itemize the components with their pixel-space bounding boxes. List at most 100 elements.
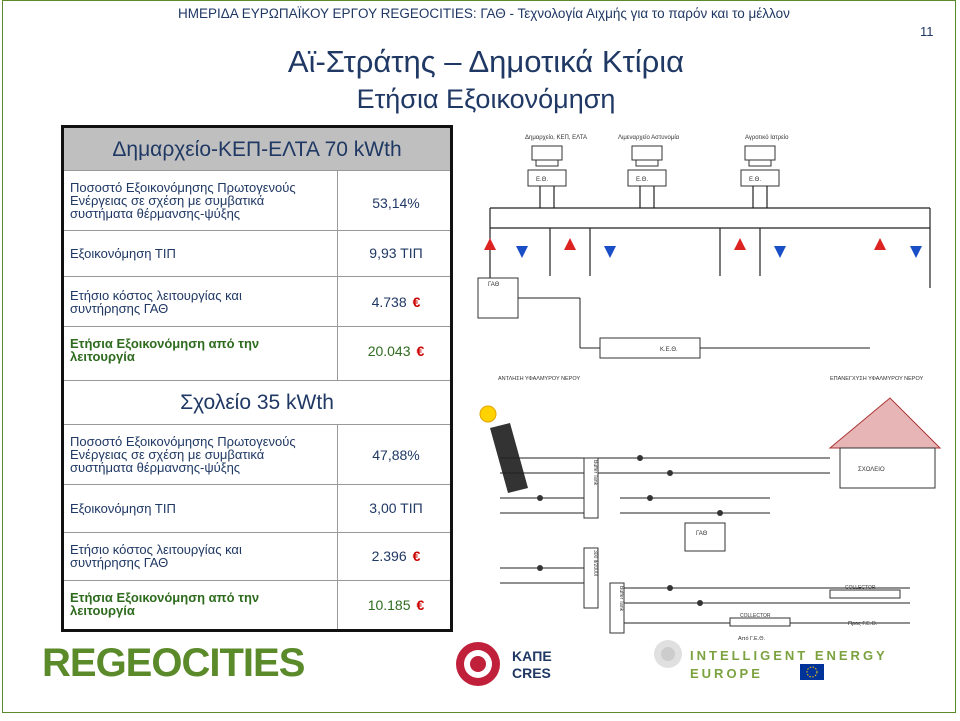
- pump-symbols: [537, 455, 723, 606]
- arrow-up: [564, 238, 576, 250]
- table-row: Ετήσιο κόστος λειτουργίας και συντήρησης…: [64, 276, 450, 327]
- arrow-down: [774, 246, 786, 258]
- iee-emblem: [661, 647, 675, 661]
- fan-coil-units: [531, 145, 776, 167]
- fan-coil: [744, 145, 776, 161]
- buffer-tank-label: Buffer Tank: [592, 460, 598, 486]
- solar-panel: [479, 405, 528, 493]
- fan-coil: [535, 159, 559, 167]
- building-label: Λιμεναρχείο Αστυνομία: [618, 135, 680, 141]
- pipes-upper: [489, 186, 931, 288]
- school-label: ΣΧΟΛΕΙΟ: [858, 467, 885, 473]
- row-label: Ποσοστό Εξοικονόμησης Πρωτογενούς Ενέργε…: [70, 180, 296, 221]
- row-label: Εξοικονόμηση ΤΙΠ: [70, 246, 176, 261]
- geothermal-system-diagram: Δημαρχείο, ΚΕΠ, ΕΛΤΑ Λιμεναρχείο Αστυνομ…: [477, 134, 942, 642]
- section1-heading: Δημαρχείο-ΚΕΠ-ΕΛΤΑ 70 kWth: [64, 128, 450, 170]
- savings-table: Δημαρχείο-ΚΕΠ-ΕΛΤΑ 70 kWth Ποσοστό Εξοικ…: [61, 125, 453, 632]
- collector-from-label: Από Γ.Ε.Θ.: [738, 635, 765, 642]
- arrow-down: [910, 246, 922, 258]
- arrow-down: [604, 246, 616, 258]
- value-text: 20.043: [367, 343, 411, 359]
- row-label: Ετήσιο κόστος λειτουργίας και συντήρησης…: [70, 288, 242, 316]
- school-wall: [839, 447, 936, 489]
- row-value: 20.043 €: [346, 343, 446, 359]
- pipes-lower: [500, 457, 910, 624]
- iee-logo: INTELLIGENT ENERGY EUROPE: [654, 640, 888, 681]
- eo-label: Ε.Θ.: [749, 177, 761, 183]
- collector-label: COLLECTOR: [740, 613, 771, 619]
- value-text: 10.185: [367, 597, 411, 613]
- eo-units: Ε.Θ. Ε.Θ. Ε.Θ.: [527, 169, 780, 187]
- table-row: Ετήσια Εξοικονόμηση από την λειτουργία 2…: [64, 326, 450, 381]
- gath-label: ΓΑΘ: [696, 531, 708, 537]
- kape-emblem: [470, 656, 486, 672]
- small-tank-label: 300 lt/2000l: [592, 550, 598, 576]
- kape-text: ΚΑΠΕ: [512, 648, 552, 664]
- tanks: Buffer Tank 300 lt/2000l Buffer Tank: [583, 457, 625, 634]
- euro-sign: €: [412, 548, 421, 564]
- row-label: Ετήσιο κόστος λειτουργίας και συντήρησης…: [70, 542, 242, 570]
- building-label: Αγροτικό Ιατρείο: [745, 134, 789, 141]
- logo-bar: REGEOCITIES ΚΑΠΕ CRES INTELLIGENT ENERGY…: [0, 636, 960, 716]
- column-divider: [337, 170, 338, 380]
- school-roof: [828, 397, 942, 449]
- section2-heading: Σχολείο 35 kWth: [64, 380, 450, 425]
- regeocities-text: REGEOCITIES: [42, 641, 305, 685]
- keth-box: [599, 337, 701, 359]
- value-text: 4.738: [371, 294, 407, 310]
- gath-label: ΓΑΘ: [488, 282, 500, 288]
- eo-box: [527, 169, 567, 187]
- slide-title-2: Ετήσια Εξοικονόμηση: [356, 84, 616, 114]
- gath-box-lower: [684, 522, 726, 552]
- row-value: 9,93 ΤΙΠ: [369, 245, 423, 261]
- slide-title: Αϊ-Στράτης – Δημοτικά Κτίρια: [287, 44, 685, 79]
- pump-in-label: ΕΠΑΝΕΓΧΥΣΗ ΥΦΑΛΜΥΡΟΥ ΝΕΡΟΥ: [830, 376, 924, 382]
- collector-box: [829, 589, 901, 599]
- euro-sign: €: [412, 294, 421, 310]
- euro-sign: €: [416, 343, 425, 359]
- building-label: Δημαρχείο, ΚΕΠ, ΕΛΤΑ: [525, 135, 587, 141]
- pump-out-label: ΑΝΤΛΗΣΗ ΥΦΑΛΜΥΡΟΥ ΝΕΡΟΥ: [498, 376, 580, 382]
- logos: REGEOCITIES ΚΑΠΕ CRES INTELLIGENT ENERGY…: [40, 638, 888, 686]
- kape-logo: ΚΑΠΕ CRES: [456, 642, 552, 686]
- page-number: 11: [920, 24, 934, 39]
- buffer-tank-label: Buffer Tank: [618, 586, 624, 612]
- eo-label: Ε.Θ.: [636, 177, 648, 183]
- eo-box: [740, 169, 780, 187]
- arrow-up: [484, 238, 496, 250]
- row-value: 3,00 ΤΙΠ: [369, 500, 423, 516]
- table-row: Ποσοστό Εξοικονόμησης Πρωτογενούς Ενέργε…: [64, 170, 450, 231]
- eu-flag-icon: [800, 664, 824, 680]
- column-divider: [337, 424, 338, 629]
- school-building: ΣΧΟΛΕΙΟ: [828, 397, 942, 489]
- keth-label: Κ.Ε.Θ.: [660, 347, 678, 353]
- table-row: Εξοικονόμηση ΤΙΠ 3,00 ΤΙΠ: [64, 484, 450, 533]
- row-label: Ετήσια Εξοικονόμηση από την λειτουργία: [70, 590, 260, 618]
- table-row: Ετήσιο κόστος λειτουργίας και συντήρησης…: [64, 532, 450, 581]
- iee-text-1: INTELLIGENT ENERGY: [690, 648, 888, 663]
- fan-coil: [531, 145, 563, 161]
- row-value: 4.738 €: [346, 294, 446, 310]
- sun-icon: [479, 405, 497, 423]
- iee-text-2: EUROPE: [690, 666, 763, 681]
- eo-box: [627, 169, 667, 187]
- collector-to-label: Προς Γ.Ε.Θ.: [848, 621, 878, 627]
- table-row: Ετήσια Εξοικονόμηση από την λειτουργία 1…: [64, 580, 450, 630]
- row-value: 47,88%: [372, 447, 420, 463]
- small-tank: [583, 547, 599, 609]
- eu-stars: [806, 666, 818, 678]
- flow-arrows: [484, 238, 922, 258]
- value-text: 2.396: [371, 548, 407, 564]
- row-value: 2.396 €: [346, 548, 446, 564]
- cres-text: CRES: [512, 665, 551, 681]
- euro-sign: €: [416, 597, 425, 613]
- table-row: Ποσοστό Εξοικονόμησης Πρωτογενούς Ενέργε…: [64, 424, 450, 485]
- eo-label: Ε.Θ.: [536, 177, 548, 183]
- arrow-up: [734, 238, 746, 250]
- buffer-tank: [609, 582, 625, 634]
- buffer-tank: [583, 457, 599, 519]
- row-label: Εξοικονόμηση ΤΙΠ: [70, 501, 176, 516]
- fan-coil: [635, 159, 659, 167]
- fan-coil: [631, 145, 663, 161]
